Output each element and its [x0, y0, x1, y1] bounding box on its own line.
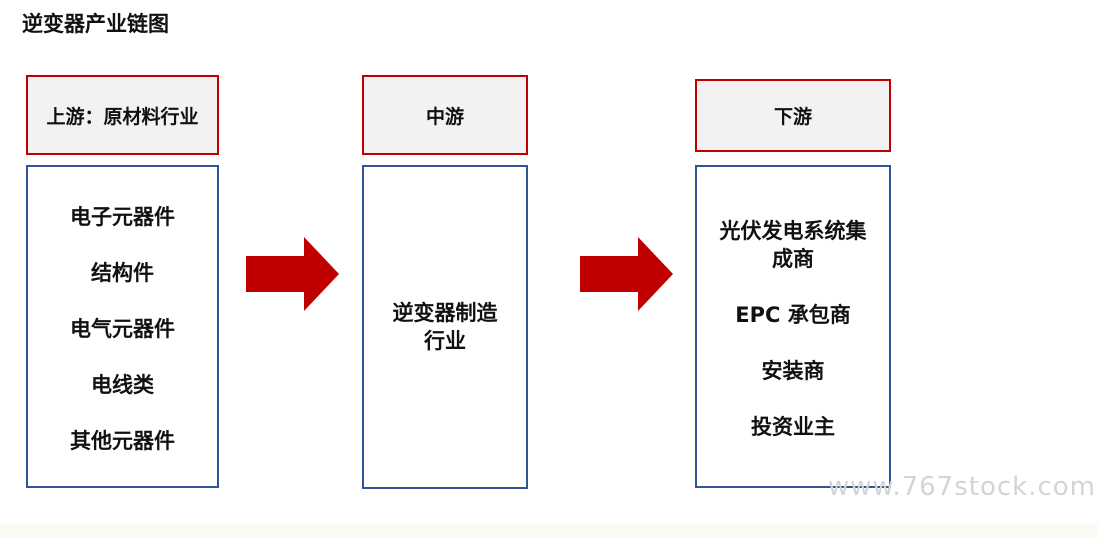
- midstream-header-label: 中游: [425, 105, 464, 128]
- upstream-item: 结构件: [91, 261, 154, 285]
- upstream-item: 电子元器件: [70, 205, 175, 229]
- bottom-strip: [0, 524, 1098, 538]
- downstream-item: 成商: [772, 247, 814, 271]
- upstream-box: 电子元器件 结构件 电气元器件 电线类 其他元器件: [26, 165, 219, 488]
- midstream-box: 逆变器制造 行业: [362, 165, 528, 489]
- arrow-right-icon: [246, 237, 339, 311]
- upstream-item: 其他元器件: [70, 429, 175, 453]
- upstream-header-label: 上游：原材料行业: [46, 105, 199, 128]
- downstream-item: 投资业主: [751, 415, 835, 439]
- downstream-header-label: 下游: [773, 106, 812, 128]
- midstream-item: 逆变器制造: [392, 301, 498, 325]
- downstream-item: 安装商: [761, 359, 825, 383]
- downstream-item: EPC 承包商: [735, 303, 851, 327]
- upstream-item: 电气元器件: [70, 317, 175, 341]
- midstream-item: 行业: [424, 329, 466, 353]
- upstream-header: 上游：原材料行业: [26, 75, 219, 155]
- arrow-right-icon: [580, 237, 673, 311]
- downstream-box: 光伏发电系统集 成商 EPC 承包商 安装商 投资业主: [695, 165, 891, 488]
- downstream-item: 光伏发电系统集: [719, 219, 867, 243]
- midstream-header: 中游: [362, 75, 528, 155]
- page-title: 逆变器产业链图: [22, 12, 169, 36]
- watermark: www.767stock.com: [827, 472, 1096, 502]
- downstream-header: 下游: [695, 79, 891, 152]
- upstream-item: 电线类: [91, 373, 154, 397]
